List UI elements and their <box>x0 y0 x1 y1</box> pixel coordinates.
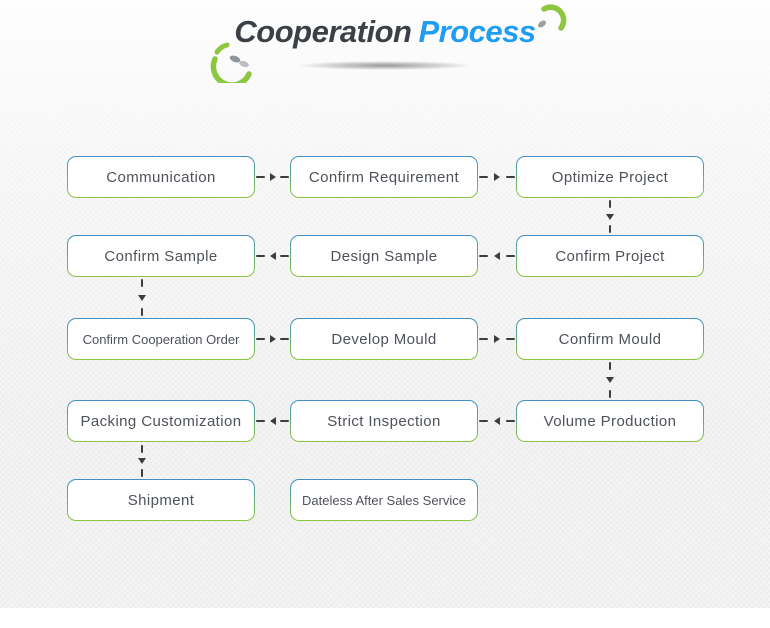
green-swirl-right-icon <box>537 4 567 31</box>
title-word-process: Process <box>418 14 536 49</box>
flow-box-design-sample: Design Sample <box>290 235 478 277</box>
flow-box-volume-production: Volume Production <box>516 400 704 442</box>
flow-box-develop-mould: Develop Mould <box>290 318 478 360</box>
arrow-right-icon <box>479 171 515 183</box>
flow-box-shipment: Shipment <box>67 479 255 521</box>
arrow-down-icon <box>604 362 616 398</box>
arrow-down-icon <box>136 445 148 477</box>
title-word-cooperation: Cooperation <box>234 14 412 49</box>
flow-box-confirm-requirement: Confirm Requirement <box>290 156 478 198</box>
arrow-right-icon <box>256 333 289 345</box>
flow-box-confirm-mould: Confirm Mould <box>516 318 704 360</box>
flow-box-label: Confirm Project <box>555 247 665 265</box>
flow-box-label: Design Sample <box>330 247 438 265</box>
arrow-down-icon <box>604 200 616 233</box>
flow-box-label: Develop Mould <box>331 330 437 348</box>
flow-box-packing-customization: Packing Customization <box>67 400 255 442</box>
flow-box-label: Confirm Sample <box>104 247 218 265</box>
flow-box-label: Confirm Mould <box>558 330 662 348</box>
flow-box-label: Strict Inspection <box>327 412 441 430</box>
flow-box-strict-inspection: Strict Inspection <box>290 400 478 442</box>
arrow-left-icon <box>256 250 289 262</box>
flow-box-optimize-project: Optimize Project <box>516 156 704 198</box>
flow-box-confirm-sample: Confirm Sample <box>67 235 255 277</box>
flow-box-dateless-after-sales-service: Dateless After Sales Service <box>290 479 478 521</box>
flow-box-label: Confirm Requirement <box>308 168 460 186</box>
arrow-down-icon <box>136 279 148 316</box>
green-swirl-left-icon <box>210 42 252 83</box>
flow-box-label: Volume Production <box>543 412 677 430</box>
flow-box-label: Confirm Cooperation Order <box>82 331 240 347</box>
flow-box-confirm-cooperation-order: Confirm Cooperation Order <box>67 318 255 360</box>
flow-box-confirm-project: Confirm Project <box>516 235 704 277</box>
arrow-left-icon <box>256 415 289 427</box>
title-shadow <box>299 61 471 70</box>
arrow-left-icon <box>479 415 515 427</box>
flow-box-label: Packing Customization <box>80 412 242 430</box>
flow-box-label: Optimize Project <box>551 168 669 186</box>
arrow-left-icon <box>479 250 515 262</box>
flow-box-label: Communication <box>106 168 216 186</box>
flow-box-label: Dateless After Sales Service <box>301 492 467 508</box>
flow-box-label: Shipment <box>127 491 195 509</box>
arrow-right-icon <box>479 333 515 345</box>
arrow-right-icon <box>256 171 289 183</box>
flow-box-communication: Communication <box>67 156 255 198</box>
